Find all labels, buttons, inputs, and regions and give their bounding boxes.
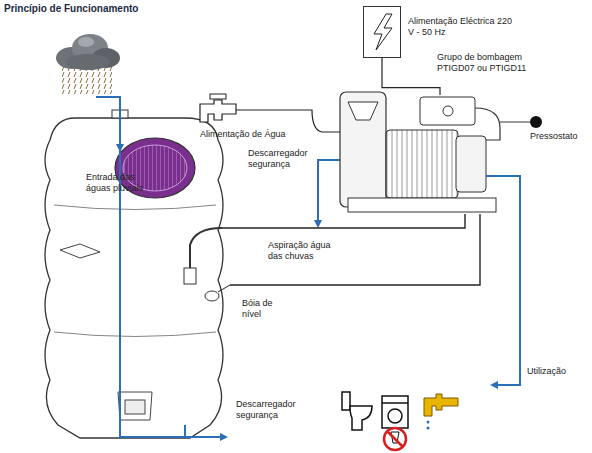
no-drink-icon	[384, 428, 406, 450]
pressure-gauge	[530, 116, 542, 128]
pump-group	[340, 92, 500, 212]
node-label: Grupo de bombagem PTIGD07 ou PTIGD11	[437, 52, 535, 74]
callout-label: Aspiração água das chuvas	[268, 240, 342, 262]
mains-faucet	[200, 94, 236, 122]
callout-label: Pressostato	[530, 131, 588, 142]
diagram-title: Princípio de Funcionamento	[4, 3, 138, 15]
washing-machine-icon	[382, 396, 408, 428]
callout-label: Entrada das águas pluviais	[86, 172, 148, 194]
power-wire	[382, 58, 440, 95]
callout-label: Utilização	[527, 366, 585, 377]
power-supply-box: Alimentação Eléctrica 220 V - 50 Hz	[363, 6, 401, 58]
toilet-icon	[342, 392, 372, 430]
callout-label: Bóia de nível	[242, 298, 280, 320]
rain-cloud	[56, 34, 120, 94]
pump-group-node: Grupo de bombagem PTIGD07 ou PTIGD11	[338, 95, 498, 215]
rainwater-tank	[45, 110, 223, 438]
tap-icon	[424, 394, 458, 430]
node-label: Alimentação Eléctrica 220 V - 50 Hz	[408, 16, 516, 38]
callout-label: Descarregador segurança	[236, 399, 306, 421]
callout-label: Alimentação de Água	[200, 129, 300, 140]
callout-label: Descarregador segurança	[248, 148, 314, 170]
